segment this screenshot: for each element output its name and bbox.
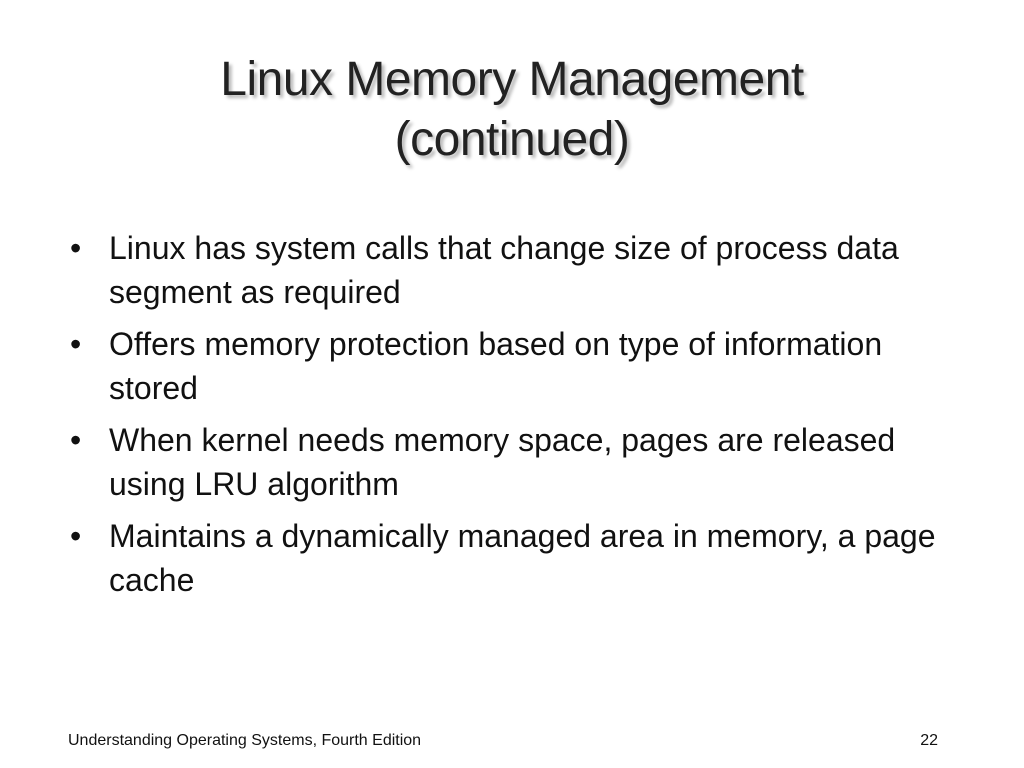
bullet-marker: •: [70, 518, 82, 554]
page-number: 22: [920, 732, 938, 749]
bullet-item: • Linux has system calls that change siz…: [68, 226, 958, 314]
bullet-marker: •: [70, 230, 82, 266]
bullet-marker: •: [70, 422, 82, 458]
bullet-item: • When kernel needs memory space, pages …: [68, 418, 958, 506]
slide-title-line-2: (continued): [394, 113, 630, 166]
bullet-text: Linux has system calls that change size …: [109, 230, 899, 310]
slide-title-line-1: Linux Memory Management: [220, 53, 804, 106]
footer-text: Understanding Operating Systems, Fourth …: [68, 732, 422, 749]
bullet-text: When kernel needs memory space, pages ar…: [109, 422, 896, 502]
slide-title: Linux Memory Management (continued): [0, 50, 1024, 170]
bullet-marker: •: [70, 326, 82, 362]
bullet-text: Offers memory protection based on type o…: [109, 326, 883, 406]
bullet-item: • Offers memory protection based on type…: [68, 322, 958, 410]
bullet-list: • Linux has system calls that change siz…: [68, 226, 958, 610]
bullet-text: Maintains a dynamically managed area in …: [109, 518, 936, 598]
bullet-item: • Maintains a dynamically managed area i…: [68, 514, 958, 602]
